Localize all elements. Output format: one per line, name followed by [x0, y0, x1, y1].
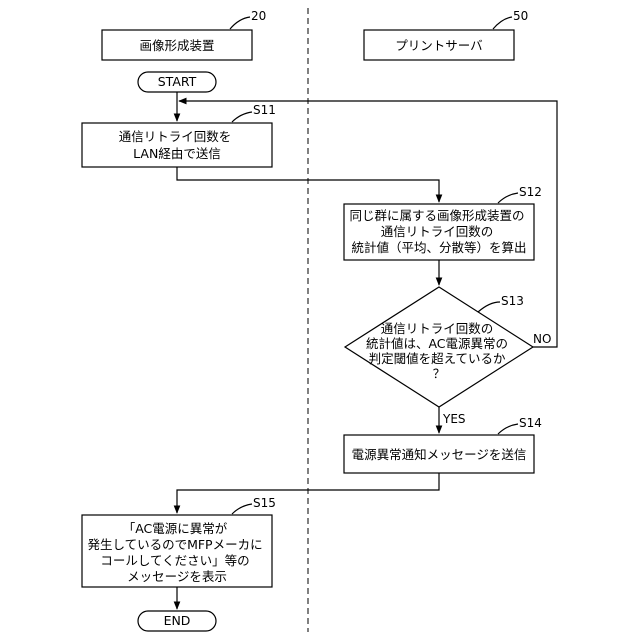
lane-header-left: 画像形成装置 20 [102, 9, 266, 60]
step-s14-label: S14 [519, 416, 542, 430]
step-s15-label: S15 [253, 496, 276, 510]
ref-leader-50 [493, 17, 512, 29]
start-label: START [158, 74, 197, 89]
start-terminator: START [138, 72, 216, 92]
decision-s13-leader [478, 302, 500, 312]
step-s12: 同じ群に属する画像形成装置の 通信リトライ回数の 統計値（平均、分散等）を算出 … [344, 185, 542, 260]
lane-header-right: プリントサーバ 50 [364, 9, 528, 60]
step-s15: 「AC電源に異常が 発生しているのでMFPメーカに コールしてください」等の メ… [82, 496, 276, 587]
step-s12-label: S12 [519, 185, 542, 199]
branch-no-label: NO [533, 332, 551, 346]
ref-leader-20 [230, 17, 250, 29]
decision-s13: 通信リトライ回数の 統計値は、AC電源異常の 判定閾値を超えているか ？ S13 [345, 287, 533, 407]
decision-s13-label: S13 [501, 294, 524, 308]
step-s14-leader [498, 424, 518, 434]
step-s14-text: 電源異常通知メッセージを送信 [352, 447, 527, 462]
end-terminator: END [138, 611, 216, 631]
end-label: END [164, 613, 191, 628]
step-s12-leader [498, 193, 518, 203]
step-s11: 通信リトライ回数を LAN経由で送信 S11 [82, 103, 276, 167]
ref-label-20: 20 [251, 9, 266, 23]
lane-title-left: 画像形成装置 [139, 38, 214, 53]
branch-yes-label: YES [442, 412, 466, 426]
step-s11-leader [232, 112, 252, 122]
ref-label-50: 50 [513, 9, 528, 23]
step-s11-label: S11 [253, 103, 276, 117]
step-s15-leader [232, 504, 252, 514]
lane-title-right: プリントサーバ [395, 38, 482, 53]
